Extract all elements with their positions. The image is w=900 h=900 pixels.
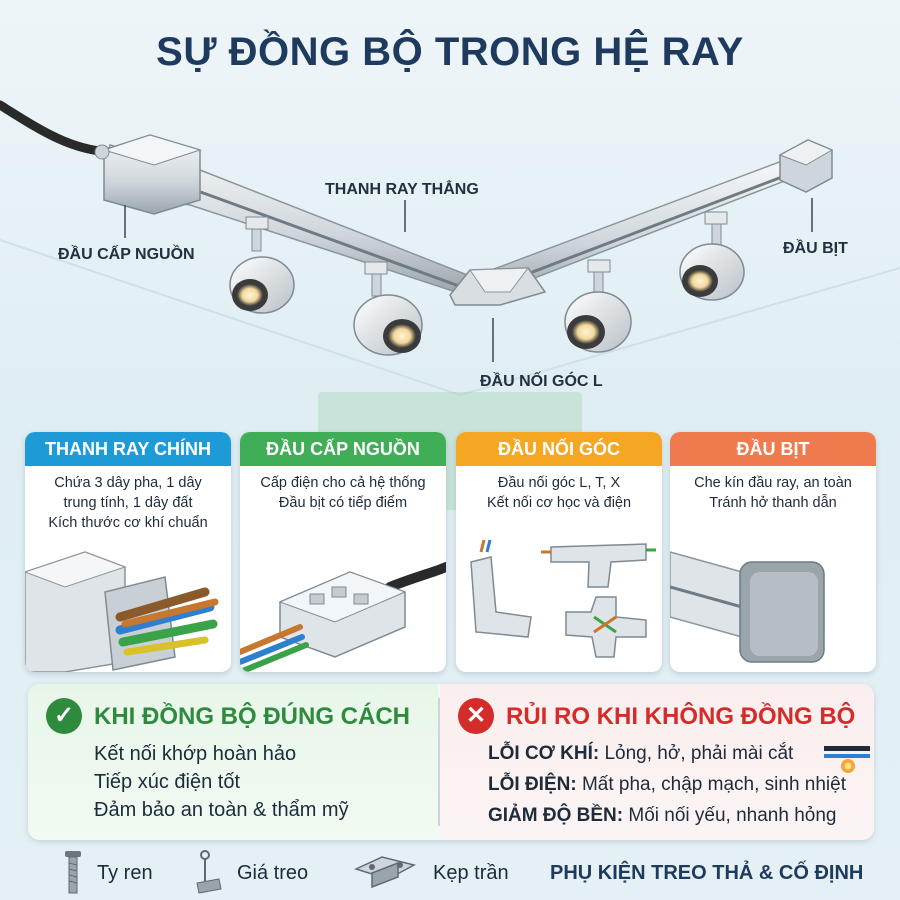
x-icon: ✕ [458,698,494,734]
hanger-bracket-icon [196,850,222,894]
comparison-panel: ✓ KHI ĐỒNG BỘ ĐÚNG CÁCH Kết nối khớp hoà… [28,684,874,840]
risk-panel: ✕ RỦI RO KHI KHÔNG ĐỒNG BỘ LỖI CƠ KHÍ: L… [440,684,874,840]
list-item: LỖI ĐIỆN: Mất pha, chập mạch, sinh nhiệt [488,769,846,800]
spotlight [564,259,632,353]
end-cap [778,139,834,193]
risk-text: Mối nối yếu, nhanh hỏng [628,805,837,826]
list-item: GIẢM ĐỘ BỀN: Mối nối yếu, nhanh hỏng [488,800,846,831]
list-item: Kết nối khớp hoàn hảo [94,743,297,765]
power-cable [0,100,115,157]
accessory-label: Ty ren [97,862,153,884]
accessories-row: Ty ren Giá treo Kẹp trần PHỤ KIỆN TREO T… [0,845,900,900]
correct-sync-title: KHI ĐỒNG BỘ ĐÚNG CÁCH [94,703,410,730]
accessory-label: Giá treo [237,862,309,884]
power-feed-label: ĐẦU CẤP NGUỒN [58,246,195,263]
spotlight [229,216,295,314]
divider [438,698,440,826]
risk-label: LỖI CƠ KHÍ: [488,743,600,764]
page-title: SỰ ĐỒNG BỘ TRONG HỆ RAY [156,30,744,74]
card-power-feed: ĐẦU CẤP NGUỒN Cấp điện cho cả hệ thống Đ… [240,432,446,672]
card-title: ĐẦU CẤP NGUỒN [240,432,446,466]
l-connector-label: ĐẦU NỐI GÓC L [480,373,603,390]
list-item: LỖI CƠ KHÍ: Lỏng, hở, phải mài cắt [488,738,846,769]
risk-label: LỖI ĐIỆN: [488,774,577,795]
risk-title: RỦI RO KHI KHÔNG ĐỒNG BỘ [506,703,856,730]
spark-icon [824,746,870,773]
card-line: Kết nối cơ học và điện [486,495,632,511]
card-main-rail: THANH RAY CHÍNH Chứa 3 dây pha, 1 dây tr… [25,432,231,672]
card-title: ĐẦU NỐI GÓC [456,432,662,466]
list-item: Đảm bảo an toàn & thẩm mỹ [94,799,349,821]
card-line: Che kín đầu ray, an toàn [694,475,852,491]
correct-sync-panel: ✓ KHI ĐỒNG BỘ ĐÚNG CÁCH Kết nối khớp hoà… [28,684,438,840]
risk-text: Mất pha, chập mạch, sinh nhiệt [581,774,846,795]
end-cap-icon [670,551,825,663]
card-line: Đầu nối góc L, T, X [497,475,621,491]
card-end-cap: ĐẦU BỊT Che kín đầu ray, an toàn Tránh h… [670,432,876,672]
corner-connectors-icon [470,539,656,658]
card-line: Tránh hở thanh dẫn [709,495,837,511]
l-connector [449,267,547,306]
check-icon: ✓ [46,698,82,734]
ceiling-clip-icon [353,856,417,889]
card-line: Kích thước cơ khí chuẩn [48,515,208,531]
card-line: Chứa 3 dây pha, 1 dây [54,475,202,491]
card-corner-connector: ĐẦU NỐI GÓC Đầu nối góc L, T, X Kết nối … [456,432,662,672]
rail-cross-section-icon [25,551,219,672]
straight-rail-label: THANH RAY THẲNG [325,181,479,198]
end-cap-label: ĐẦU BỊT [783,240,848,257]
card-line: Đầu bịt có tiếp điểm [278,495,408,511]
risk-text: Lỏng, hở, phải mài cắt [604,743,794,764]
card-title: THANH RAY CHÍNH [25,432,231,466]
card-line: Cấp điện cho cả hệ thống [260,475,426,491]
spotlight [679,211,745,301]
card-title: ĐẦU BỊT [670,432,876,466]
accessory-label: Kẹp trần [433,862,509,884]
power-feed-box [94,134,202,215]
power-feed-connector-icon [240,562,446,672]
list-item: Tiếp xúc điện tốt [94,771,241,793]
spotlight [353,261,423,356]
threaded-rod-icon [65,851,81,894]
card-line: trung tính, 1 dây đất [63,495,193,511]
track-system-illustration [0,100,900,397]
risk-label: GIẢM ĐỘ BỀN: [488,805,624,826]
accessories-title: PHỤ KIỆN TREO THẢ & CỐ ĐỊNH [550,862,864,884]
